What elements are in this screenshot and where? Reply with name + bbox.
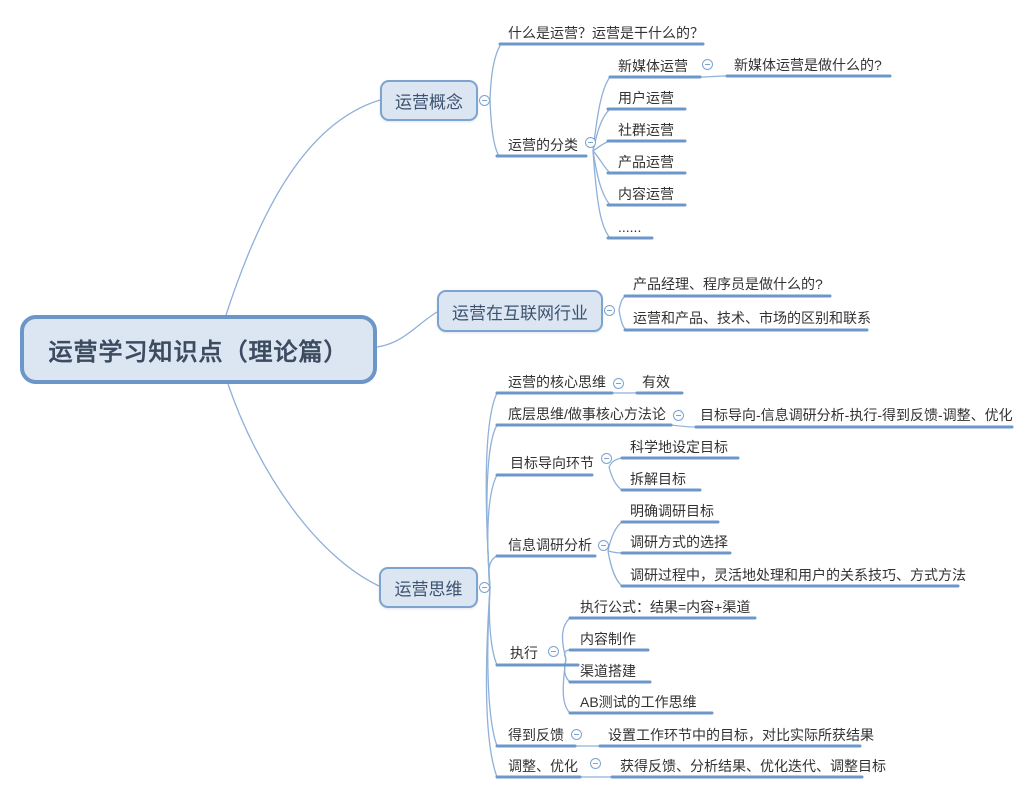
minus-glyph [604,458,609,459]
minus-glyph [616,383,621,384]
collapse-icon[interactable] [585,137,596,148]
node-what-is-ops[interactable]: 什么是运营？运营是干什么的？ [508,25,704,41]
collapse-icon[interactable] [601,453,612,464]
node-pm-programmer[interactable]: 产品经理、程序员是做什么的? [633,276,823,292]
collapse-icon[interactable] [673,410,684,421]
node-execute[interactable]: 执行 [510,645,538,661]
node-content-ops[interactable]: 内容运营 [618,186,674,202]
minus-glyph [574,734,579,735]
minus-glyph [705,64,710,65]
node-community-ops[interactable]: 社群运营 [618,122,674,138]
collapse-icon[interactable] [613,378,624,389]
thinking-bracket [485,392,697,778]
topic-ops-internet[interactable]: 运营在互联网行业 [437,290,603,332]
collapse-icon[interactable] [598,540,609,551]
minus-glyph [593,763,598,764]
node-split-goal[interactable]: 拆解目标 [630,471,686,487]
node-base-methodology[interactable]: 底层思维/做事核心方法论 [508,406,666,422]
root-topic[interactable]: 运营学习知识点（理论篇） [20,315,377,384]
collapse-icon[interactable] [702,59,713,70]
collapse-icon[interactable] [604,305,615,316]
node-underlines [495,42,1014,779]
node-channel-building[interactable]: 渠道搭建 [580,663,636,679]
topic-ops-thinking[interactable]: 运营思维 [379,567,478,608]
node-method-chain[interactable]: 目标导向-信息调研分析-执行-得到反馈-调整、优化 [700,407,1013,423]
node-adjust-optimize[interactable]: 调整、优化 [508,758,578,774]
node-new-media-ops[interactable]: 新媒体运营 [618,58,688,74]
minus-glyph [588,142,593,143]
node-core-thinking[interactable]: 运营的核心思维 [508,374,606,390]
node-research-method[interactable]: 调研方式的选择 [630,534,728,550]
node-new-media-what[interactable]: 新媒体运营是做什么的? [734,57,882,73]
root-topic-label: 运营学习知识点（理论篇） [48,339,349,366]
node-research-analysis[interactable]: 信息调研分析 [508,537,592,553]
node-ab-testing[interactable]: AB测试的工作思维 [580,694,697,710]
node-set-goal[interactable]: 科学地设定目标 [630,439,728,455]
node-adjust-detail[interactable]: 获得反馈、分析结果、优化迭代、调整目标 [620,758,886,774]
node-get-feedback[interactable]: 得到反馈 [508,727,564,743]
research-bracket [607,521,623,587]
node-effective[interactable]: 有效 [642,374,670,390]
minus-glyph [676,415,681,416]
node-goal-stage[interactable]: 目标导向环节 [510,455,594,471]
node-feedback-detail[interactable]: 设置工作环节中的目标，对比实际所获结果 [608,727,874,743]
goal-bracket [608,457,623,491]
internet-bracket [618,295,627,331]
node-exec-formula[interactable]: 执行公式：结果=内容+渠道 [580,599,751,615]
collapse-icon[interactable] [479,582,490,593]
node-ops-vs-others[interactable]: 运营和产品、技术、市场的区别和联系 [633,310,871,326]
minus-glyph [607,310,612,311]
node-user-ops[interactable]: 用户运营 [618,90,674,106]
node-research-process[interactable]: 调研过程中，灵活地处理和用户的关系技巧、方式方法 [630,567,966,583]
collapse-icon[interactable] [590,758,601,769]
root-branch-curves [225,99,438,587]
minus-glyph [482,587,487,588]
concept-bracket [489,43,502,157]
minus-glyph [551,651,556,652]
minus-glyph [482,100,487,101]
minus-glyph [601,545,606,546]
node-product-ops[interactable]: 产品运营 [618,154,674,170]
node-ops-ellipsis[interactable]: ...... [618,219,642,235]
collapse-icon[interactable] [548,646,559,657]
node-research-goal[interactable]: 明确调研目标 [630,503,714,519]
topic-ops-concept-label: 运营概念 [395,93,463,112]
topic-ops-concept[interactable]: 运营概念 [380,80,478,121]
topic-ops-internet-label: 运营在互联网行业 [452,303,588,323]
node-ops-category[interactable]: 运营的分类 [508,137,578,153]
topic-ops-thinking-label: 运营思维 [394,580,463,599]
collapse-icon[interactable] [571,729,582,740]
node-content-making[interactable]: 内容制作 [580,631,636,647]
collapse-icon[interactable] [479,95,490,106]
